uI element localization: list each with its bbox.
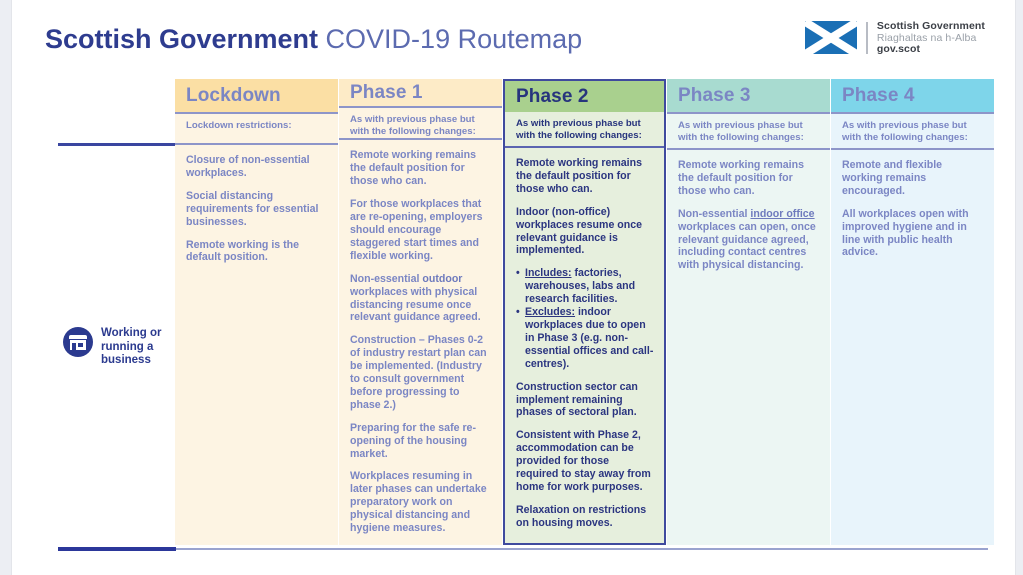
storefront-business-icon — [63, 327, 93, 357]
column-paragraph: All workplaces open with improved hygien… — [842, 207, 969, 259]
column-header-lockdown: Lockdown — [175, 79, 338, 112]
storefront-door — [72, 343, 76, 350]
scottish-government-logo: Scottish Government Riaghaltas na h-Alba… — [804, 20, 985, 56]
column-title: Phase 1 — [350, 81, 423, 103]
column-header-phase-1: Phase 1 — [339, 79, 502, 107]
column-body-phase-2: Remote working remains the default posit… — [505, 148, 664, 543]
column-subtitle-phase-4: As with previous phase but with the foll… — [831, 112, 994, 150]
page-header: Scottish Government COVID-19 Routemap Sc… — [45, 14, 995, 66]
column-paragraph: Remote working is the default position. — [186, 238, 300, 264]
storefront-window — [78, 343, 83, 347]
column-paragraph: Remote and flexible working remains enco… — [842, 159, 943, 197]
storefront-awning — [69, 335, 87, 339]
column-subtitle-lockdown: Lockdown restrictions: — [175, 112, 338, 145]
page-title-rest: COVID-19 Routemap — [318, 24, 583, 54]
column-paragraph: Social distancing requirements for essen… — [186, 189, 319, 228]
column-subtitle-text: As with previous phase but with the foll… — [678, 120, 804, 143]
column-subtitle-text: As with previous phase but with the foll… — [350, 114, 476, 137]
divider-top — [58, 143, 176, 146]
column-paragraph: Indoor (non-office) workplaces resume on… — [516, 205, 643, 257]
column-subtitle-phase-3: As with previous phase but with the foll… — [667, 112, 830, 150]
column-paragraph: Relaxation on restrictions on housing mo… — [516, 503, 647, 529]
page-title-strong: Scottish Government — [45, 24, 319, 54]
column-paragraph: Closure of non-essential workplaces. — [186, 154, 310, 179]
column-subtitle-text: As with previous phase but with the foll… — [842, 120, 968, 143]
column-title: Phase 3 — [678, 84, 751, 106]
logo-line-3: gov.scot — [876, 43, 921, 55]
column-body-phase-1: Remote working remains the default posit… — [339, 140, 502, 545]
page-title: Scottish Government COVID-19 Routemap — [45, 22, 582, 56]
column-paragraph: Construction – Phases 0-2 of industry re… — [350, 334, 487, 411]
column-title: Phase 4 — [842, 84, 915, 106]
column-subtitle-text: As with previous phase but with the foll… — [516, 118, 642, 141]
column-body-phase-3: Remote working remains the default posit… — [667, 150, 830, 545]
column-title: Lockdown — [186, 84, 281, 106]
column-header-phase-4: Phase 4 — [831, 79, 994, 112]
column-subtitle-phase-2: As with previous phase but with the foll… — [505, 112, 664, 148]
column-body-lockdown: Closure of non-essential workplaces. Soci… — [175, 145, 338, 545]
column-paragraph: Workplaces resuming in later phases can … — [350, 470, 487, 535]
bullet-item: Excludes: indoor workplaces due to open … — [516, 306, 654, 371]
divider-bottom-table — [176, 548, 988, 550]
bullet-list: Includes: factories, warehouses, labs an… — [516, 267, 654, 370]
column-subtitle-text: Lockdown restrictions: — [186, 120, 292, 131]
row-label-text: Working or running a business — [101, 327, 162, 366]
logo-divider — [865, 21, 868, 54]
row-label-working-or-running-a-business: Working or running a business — [63, 325, 175, 368]
column-paragraph: Construction sector can implement remain… — [516, 380, 638, 419]
logo-line-1: Scottish Government — [876, 20, 985, 32]
column-paragraph: Remote working remains the default posit… — [516, 157, 642, 195]
column-body-phase-4: Remote and flexible working remains enco… — [831, 150, 994, 545]
column-paragraph: Consistent with Phase 2, accommodation c… — [516, 429, 651, 493]
column-header-phase-3: Phase 3 — [667, 79, 830, 112]
column-phase-4[interactable]: Phase 4 As with previous phase but with t… — [831, 79, 994, 545]
column-phase-1[interactable]: Phase 1 As with previous phase but with t… — [339, 79, 502, 545]
column-header-phase-2: Phase 2 — [505, 81, 664, 112]
column-phase-3[interactable]: Phase 3 As with previous phase but with t… — [667, 79, 830, 545]
column-paragraph: Remote working remains the default posit… — [350, 149, 476, 188]
column-paragraph: For those workplaces that are re-opening… — [350, 198, 483, 262]
column-subtitle-phase-1: As with previous phase but with the foll… — [339, 106, 502, 141]
logo-line-2: Riaghaltas na h-Alba — [876, 31, 977, 44]
column-phase-2[interactable]: Phase 2 As with previous phase but with t… — [503, 79, 666, 545]
routemap-page: Scottish Government COVID-19 Routemap Sc… — [12, 0, 1015, 575]
saltire-flag-icon — [804, 21, 857, 55]
divider-bottom-left — [58, 547, 176, 551]
logo-text: Scottish Government Riaghaltas na h-Alba… — [877, 20, 985, 56]
column-paragraph: Preparing for the safe re-opening of the… — [350, 421, 476, 460]
column-title: Phase 2 — [516, 85, 589, 107]
bullet-item: Includes: factories, warehouses, labs an… — [516, 267, 654, 306]
column-paragraph: Non-essential outdoor workplaces with ph… — [350, 272, 481, 324]
column-paragraph: Remote working remains the default posit… — [678, 159, 804, 197]
column-paragraph: Non-essential indoor office workplaces c… — [678, 207, 816, 272]
